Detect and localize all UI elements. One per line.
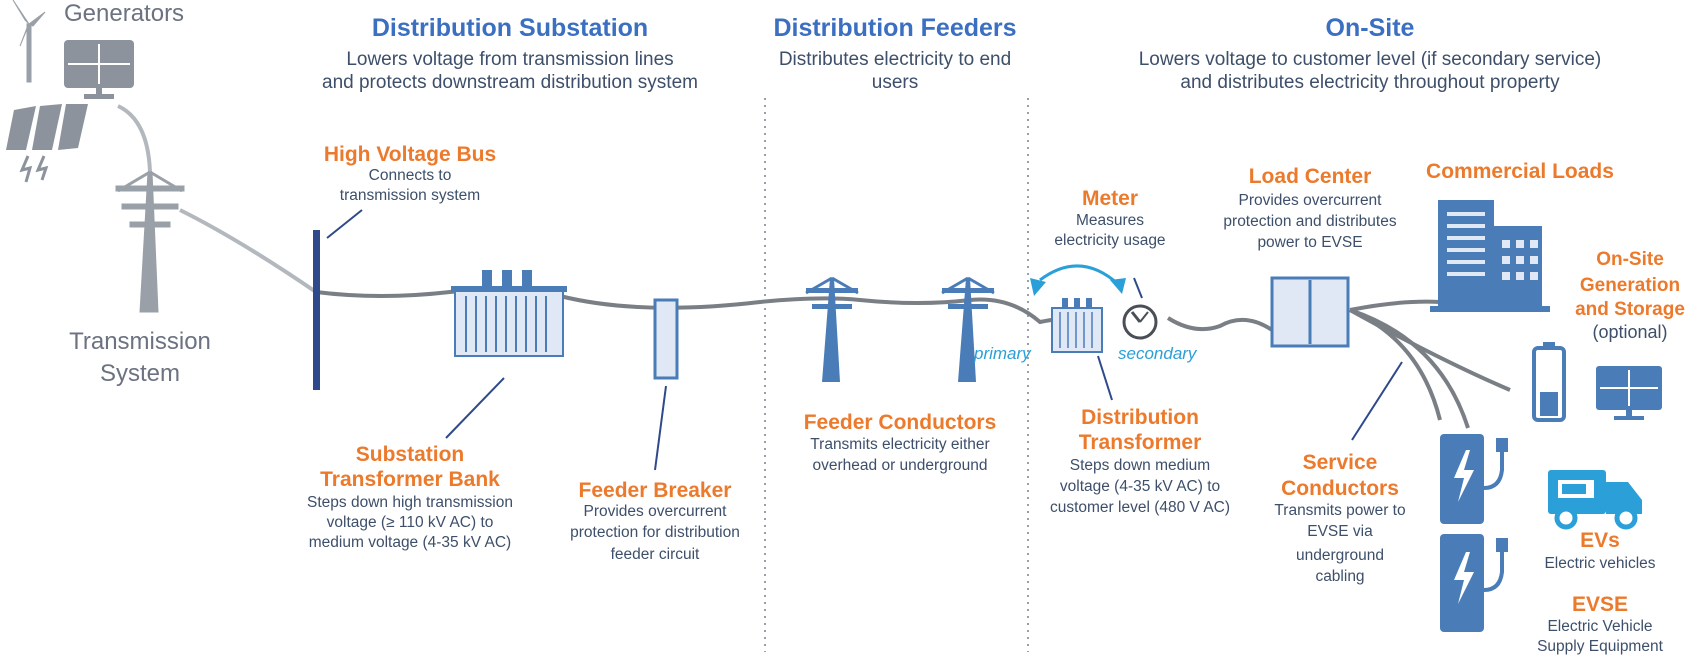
load-center-icon: [1270, 276, 1350, 348]
load-center-desc-3: power to EVSE: [1257, 234, 1363, 251]
feeder-breaker-icon: [653, 298, 679, 380]
section-desc-onsite-2: and distributes electricity throughout p…: [1180, 72, 1560, 93]
load-center-desc-1: Provides overcurrent: [1238, 192, 1382, 209]
service-conductors-desc-1: Transmits power to: [1274, 502, 1406, 519]
primary-secondary-arrow-icon: [1039, 264, 1119, 286]
meter-title: Meter: [1081, 187, 1139, 210]
section-desc-onsite-1: Lowers voltage to customer level (if sec…: [1138, 49, 1602, 70]
wire-generators-to-tower: [117, 104, 152, 173]
distribution-pole-icon-2: [941, 276, 995, 382]
dist-transformer-leader: [1097, 355, 1113, 401]
section-desc-substation-1: Lowers voltage from transmission lines: [346, 49, 674, 70]
feeder-breaker-desc-1: Provides overcurrent: [583, 503, 727, 520]
commercial-building-icon: [1430, 200, 1550, 312]
service-conductors-desc-2: EVSE via: [1307, 523, 1373, 540]
feeder-breaker-desc-2: protection for distribution: [570, 524, 740, 541]
dist-transformer-title-2: Transformer: [1078, 431, 1202, 454]
evse-desc-1: Electric Vehicle: [1547, 618, 1653, 635]
onsite-gen-title-1: On-Site: [1596, 249, 1664, 270]
sub-transformer-desc-2: voltage (≥ 110 kV AC) to: [326, 514, 494, 531]
service-conductors-title-2: Conductors: [1281, 477, 1399, 500]
commercial-loads-title: Commercial Loads: [1426, 160, 1614, 183]
dist-transformer-title-1: Distribution: [1081, 406, 1199, 429]
dist-transformer-desc-3: customer level (480 V AC): [1049, 499, 1231, 516]
section-title-substation: Distribution Substation: [371, 14, 649, 42]
transmission-label-1: Transmission: [69, 328, 211, 355]
solar-array-icon: [6, 104, 88, 183]
evse-desc-2: Supply Equipment: [1537, 638, 1663, 655]
solar-panel-icon: [64, 40, 134, 99]
meter-desc-2: electricity usage: [1054, 232, 1166, 249]
dist-transformer-desc-2: voltage (4-35 kV AC) to: [1059, 478, 1221, 495]
generators-label: Generators: [64, 0, 185, 27]
hv-bus-leader: [326, 209, 363, 239]
meter-icon: [1122, 304, 1158, 340]
onsite-gen-title-2: Generation: [1579, 275, 1681, 296]
onsite-gen-desc: (optional): [1592, 322, 1668, 342]
sub-transformer-title-2: Transformer Bank: [320, 468, 500, 491]
load-center-title: Load Center: [1248, 165, 1372, 188]
section-desc-feeders-1: Distributes electricity to end: [778, 49, 1012, 70]
distribution-transformer-icon: [1051, 298, 1103, 353]
feeder-conductors-desc-1: Transmits electricity either: [810, 436, 990, 453]
meter-leader: [1133, 277, 1143, 299]
sub-transformer-desc-1: Steps down high transmission: [307, 494, 513, 511]
wind-turbine-icon: [12, 0, 46, 83]
onsite-solar-panel-icon: [1596, 366, 1662, 420]
transmission-tower-icon: [115, 170, 185, 313]
evs-desc: Electric vehicles: [1544, 555, 1656, 572]
arrow-head-left: [1030, 278, 1046, 296]
hv-bus-desc-1: Connects to: [368, 167, 452, 184]
section-title-onsite: On-Site: [1325, 14, 1415, 42]
hv-bus-desc-2: transmission system: [339, 187, 481, 204]
transmission-label-2: System: [99, 360, 180, 387]
wire-to-evse-2: [1349, 308, 1442, 421]
wire-to-evse: [1349, 308, 1470, 429]
sub-transformer-title-1: Substation: [355, 443, 465, 466]
evse-title: EVSE: [1571, 593, 1629, 616]
sub-transformer-leader: [445, 377, 505, 439]
secondary-label: secondary: [1118, 344, 1197, 363]
feeder-breaker-leader: [654, 385, 667, 471]
evse-charger-icon: [1440, 434, 1508, 524]
evse-charger-icon-2: [1440, 534, 1508, 632]
service-conductors-title-1: Service: [1302, 451, 1378, 474]
ev-truck-icon: [1548, 470, 1642, 530]
sub-transformer-desc-3: medium voltage (4-35 kV AC): [308, 534, 512, 551]
load-center-desc-2: protection and distributes: [1223, 213, 1397, 230]
primary-label: primary: [974, 344, 1031, 363]
hv-bus-title: High Voltage Bus: [323, 143, 497, 166]
arrow-head-right: [1110, 278, 1126, 294]
onsite-gen-title-3: and Storage: [1575, 299, 1685, 320]
feeder-breaker-title: Feeder Breaker: [578, 479, 732, 502]
dist-transformer-desc-1: Steps down medium: [1069, 457, 1211, 474]
meter-desc-1: Measures: [1075, 212, 1145, 229]
service-conductors-leader: [1351, 361, 1403, 441]
high-voltage-bus-icon: [313, 230, 320, 390]
evs-title: EVs: [1580, 529, 1620, 552]
distribution-pole-icon: [805, 276, 859, 382]
service-conductors-desc-3: underground: [1296, 547, 1384, 564]
section-title-feeders: Distribution Feeders: [773, 14, 1017, 42]
section-desc-substation-2: and protects downstream distribution sys…: [322, 72, 698, 93]
feeder-breaker-desc-3: feeder circuit: [610, 546, 700, 563]
service-conductors-desc-4: cabling: [1315, 568, 1365, 585]
feeder-conductors-title: Feeder Conductors: [803, 411, 997, 434]
substation-transformer-icon: [451, 270, 567, 357]
feeder-conductors-desc-2: overhead or underground: [812, 457, 988, 474]
wire-tower-to-bus: [179, 208, 318, 294]
wire-to-commercial: [1349, 299, 1441, 312]
section-desc-feeders-2: users: [871, 72, 919, 93]
wire-meter-to-loadcenter: [1166, 316, 1274, 332]
battery-icon: [1532, 342, 1566, 422]
